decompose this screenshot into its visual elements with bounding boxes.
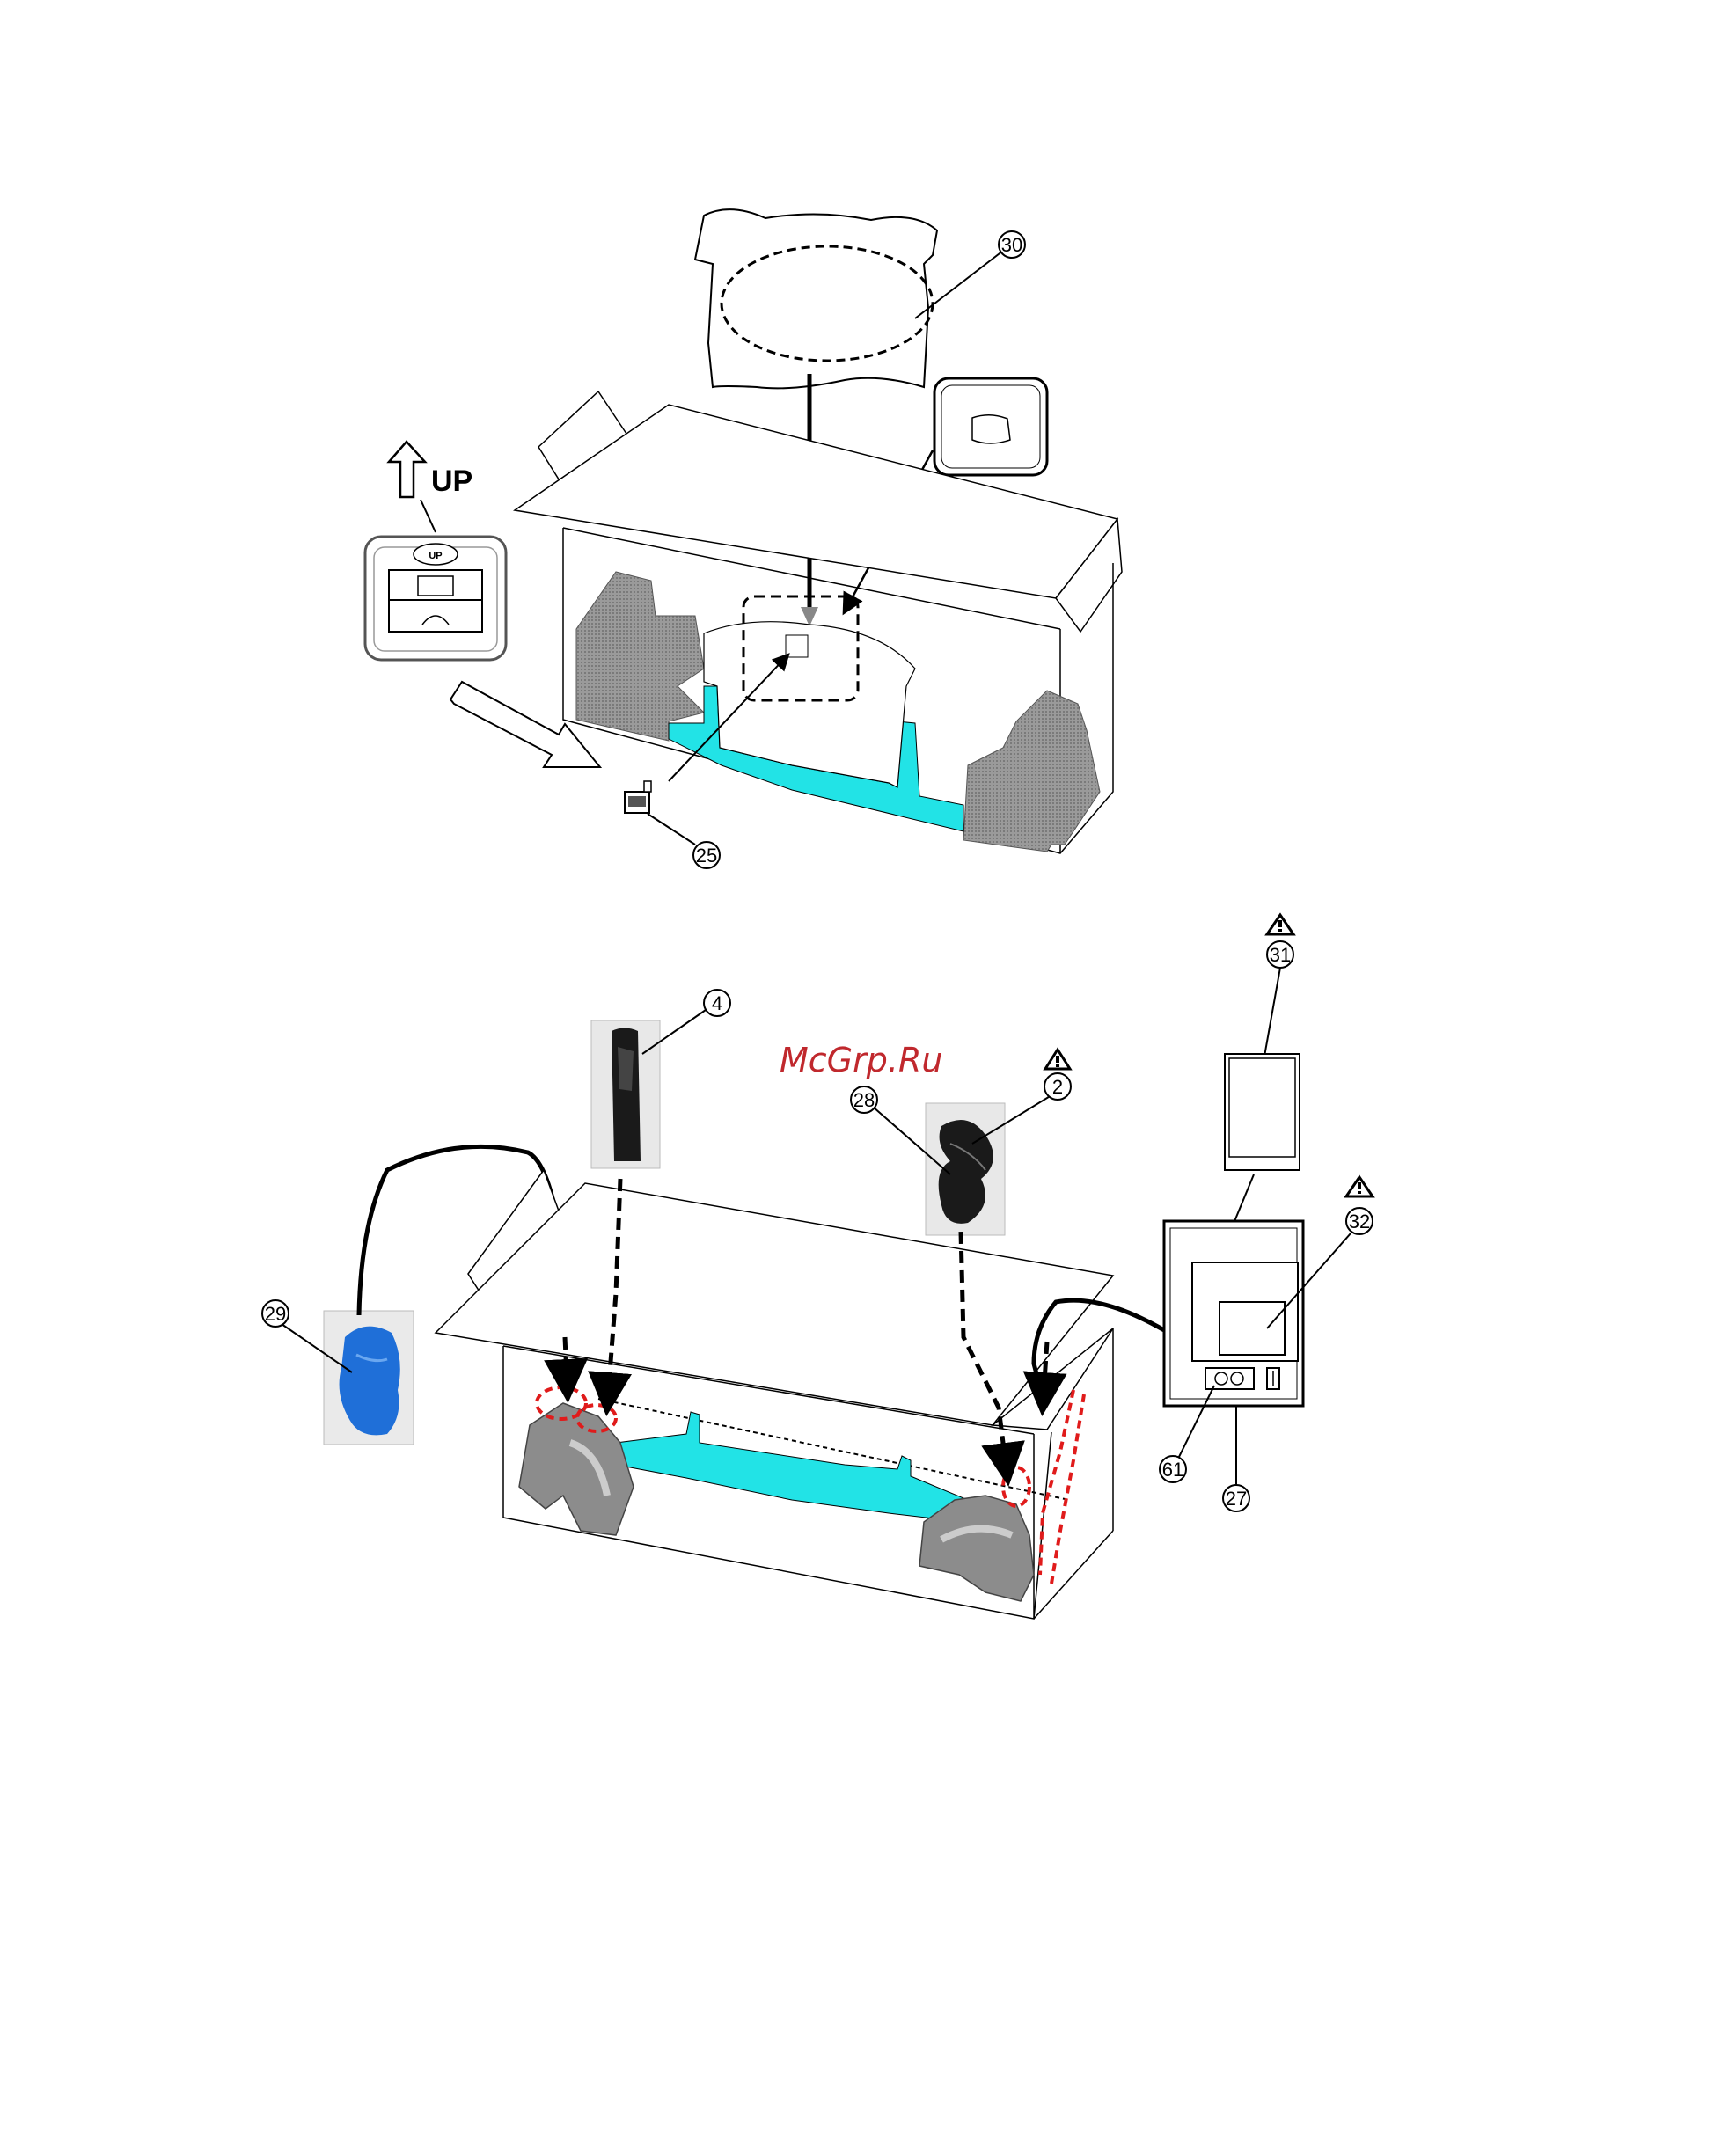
callout-27-label: 27 [1226,1488,1247,1510]
part-25 [625,781,651,813]
up-arrow-icon [389,442,425,497]
foam-right-top [963,691,1100,852]
callout-2-label: 2 [1052,1076,1063,1098]
watermark-text: McGrp.Ru [780,1041,942,1079]
callout-32: 32 [1346,1208,1373,1234]
plastic-bag-30 [695,209,937,388]
callout-31: 31 [1267,941,1293,968]
bottom-section: 4 28 2 [262,915,1373,1619]
callout-61: 61 [1160,1456,1186,1482]
callout-32-label: 32 [1349,1211,1370,1233]
bottom-carton [436,1170,1113,1619]
callout-25: 25 [693,842,720,868]
part-31-manual [1225,1054,1300,1170]
callout-31-label: 31 [1270,944,1291,966]
up-label-graphic: UP UP [365,442,506,660]
callout-2: 2 [1044,1073,1071,1100]
part-29-bag [324,1311,414,1445]
warning-2 [1045,1050,1070,1069]
callout-4: 4 [704,990,730,1016]
up-label-text: UP [431,465,472,498]
leader-30 [915,251,1003,318]
leader-25 [648,814,695,845]
callout-61-label: 61 [1162,1459,1183,1481]
warning-31 [1267,915,1293,934]
callout-27: 27 [1223,1485,1249,1511]
callout-29: 29 [262,1300,289,1327]
part-4-bag [591,1020,660,1168]
callout-30-label: 30 [1001,234,1022,256]
carton-up-text: UP [429,551,442,561]
top-section: 30 [365,209,1122,868]
callout-25-label: 25 [696,845,717,867]
part-28-2-bag [926,1103,1005,1235]
callout-30: 30 [999,231,1025,258]
cushion-bottom [616,1412,968,1522]
callout-4-label: 4 [712,992,722,1014]
callout-29-label: 29 [265,1303,286,1325]
callout-28-label: 28 [853,1089,875,1111]
warning-32 [1346,1177,1373,1196]
instruction-card [934,378,1047,475]
callout-28: 28 [851,1086,877,1113]
part-27-box [1164,1221,1303,1406]
foam-left-top [576,572,704,741]
